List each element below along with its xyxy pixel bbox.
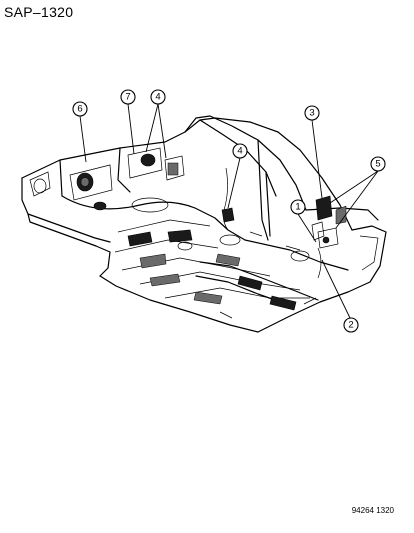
callout-4-rear: 4 bbox=[150, 89, 166, 105]
leader-lines bbox=[79, 103, 379, 319]
callout-7-label: 7 bbox=[125, 92, 130, 103]
callout-4-rear-label: 4 bbox=[155, 92, 160, 103]
callout-2-label: 2 bbox=[348, 320, 353, 331]
callout-3: 3 bbox=[304, 105, 320, 121]
callout-4-pillar: 4 bbox=[232, 143, 248, 159]
callout-6-label: 6 bbox=[77, 104, 82, 115]
callout-5-label: 5 bbox=[375, 159, 380, 170]
diagram-code: SAP–1320 bbox=[4, 4, 74, 20]
figure-number: 94264 1320 bbox=[351, 506, 394, 515]
callout-6: 6 bbox=[72, 101, 88, 117]
callout-1: 1 bbox=[290, 199, 306, 215]
callout-4-pillar-label: 4 bbox=[237, 146, 242, 157]
callout-3-label: 3 bbox=[309, 108, 314, 119]
body-shell-drawing bbox=[21, 115, 387, 333]
callout-5: 5 bbox=[370, 156, 386, 172]
callout-2: 2 bbox=[343, 317, 359, 333]
callout-1-label: 1 bbox=[295, 202, 300, 213]
callout-7: 7 bbox=[120, 89, 136, 105]
